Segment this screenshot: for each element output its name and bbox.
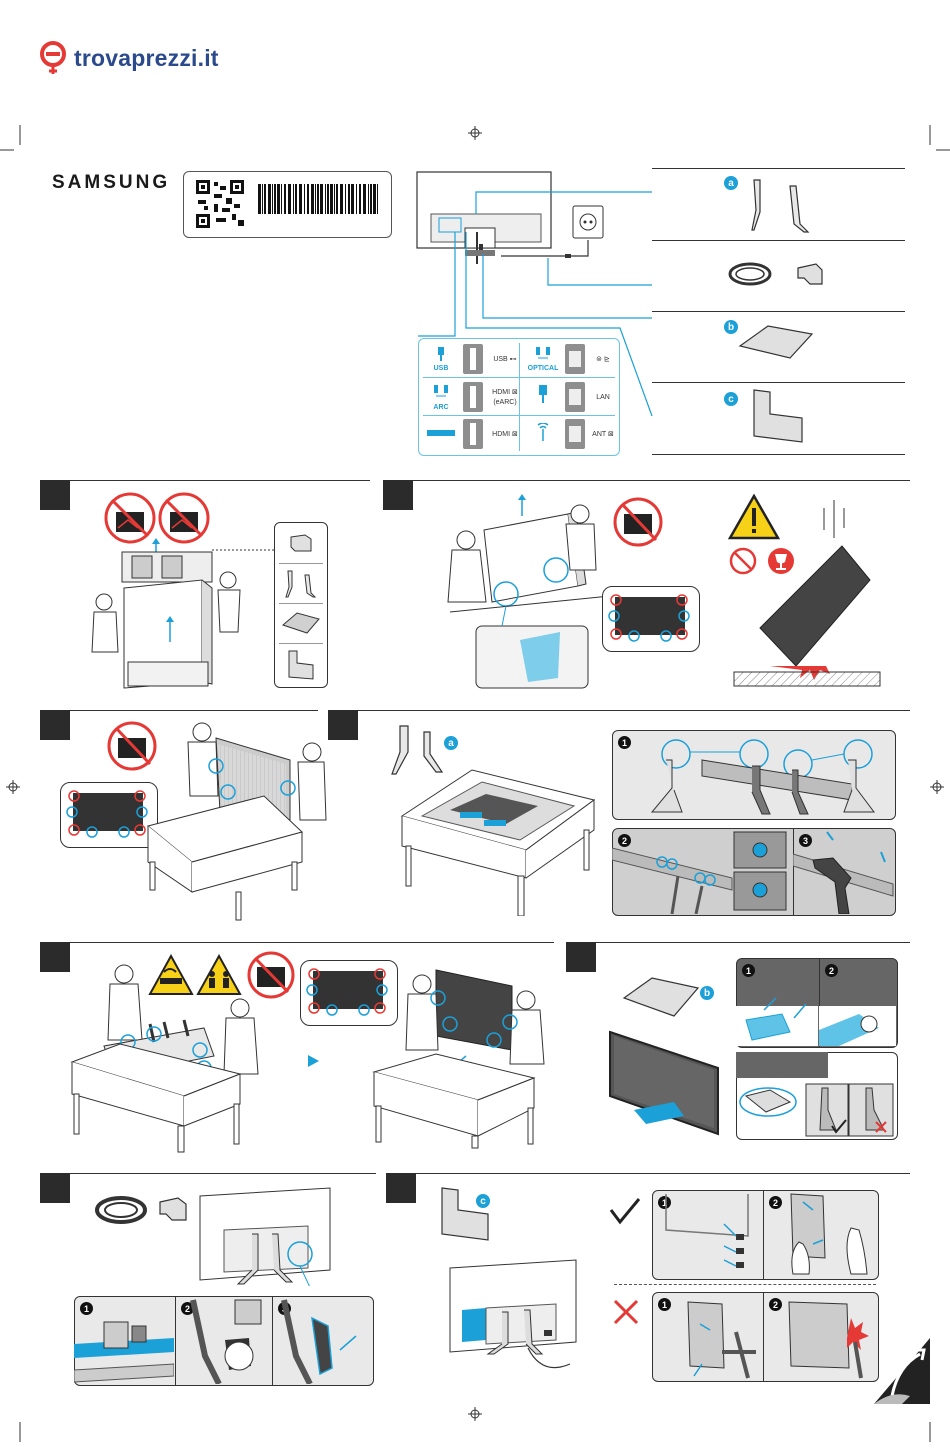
ant-label: ANT ⊠ bbox=[589, 428, 617, 440]
antenna-port[interactable] bbox=[565, 419, 585, 449]
cover-press-detail bbox=[763, 1190, 877, 1278]
next-arrow-icon bbox=[306, 1054, 320, 1068]
stand-legs-icon bbox=[285, 569, 317, 599]
step-badge-c: c bbox=[476, 1194, 490, 1208]
hdmi-cable-icon bbox=[427, 429, 455, 437]
step-badge-a: a bbox=[444, 736, 458, 750]
section-rule bbox=[40, 942, 554, 943]
place-tv-on-table-illustration bbox=[140, 716, 330, 922]
arc-icon bbox=[433, 385, 449, 399]
lift-tv-to-stand-illustration bbox=[64, 964, 294, 1154]
section-rule bbox=[566, 942, 910, 943]
parts-rule bbox=[652, 240, 905, 241]
step-6-marker bbox=[566, 942, 596, 972]
parts-checklist bbox=[274, 522, 328, 688]
lan-label: LAN bbox=[589, 391, 617, 403]
parts-rule bbox=[652, 168, 905, 169]
lan-port[interactable] bbox=[565, 382, 585, 412]
stand-screw-detail bbox=[612, 828, 792, 914]
parts-rule bbox=[652, 382, 905, 383]
port-panel: USB USB ⊷ OPTICAL ⊜ ⊵ ARC HDMI ⊠ (eARC) … bbox=[418, 338, 620, 456]
stand-cover-icon bbox=[738, 322, 814, 362]
stand-cover-icon bbox=[622, 974, 700, 1020]
cable-holder-insert-detail bbox=[74, 1296, 174, 1384]
stand-slot-detail bbox=[612, 730, 894, 818]
section-rule bbox=[328, 710, 910, 711]
usb-port[interactable] bbox=[463, 344, 483, 374]
no-liquid-icon bbox=[106, 494, 154, 542]
section-rule bbox=[383, 480, 910, 481]
ethernet-icon bbox=[537, 385, 549, 403]
part-badge-b: b bbox=[724, 320, 738, 334]
tv-upright-illustration bbox=[366, 960, 556, 1150]
section-rule bbox=[386, 1173, 910, 1174]
optical-port[interactable] bbox=[565, 344, 585, 374]
hdmi-port[interactable] bbox=[463, 419, 483, 449]
hdmi-earc-label: HDMI ⊠ bbox=[487, 387, 523, 397]
parts-rule bbox=[652, 454, 905, 455]
parts-rule bbox=[652, 311, 905, 312]
hdmi-earc-port[interactable] bbox=[463, 382, 483, 412]
stand-cover-icon bbox=[281, 611, 321, 635]
cable-holder-icon bbox=[158, 1196, 188, 1222]
back-cover-icon bbox=[287, 649, 315, 681]
stand-legs-icon bbox=[750, 176, 810, 234]
tv-back-cover-illustration bbox=[446, 1258, 582, 1384]
step-8-marker bbox=[386, 1173, 416, 1203]
section-rule bbox=[40, 480, 370, 481]
cable-holder-icon bbox=[796, 262, 824, 286]
step-2-marker bbox=[383, 480, 413, 510]
cross-icon bbox=[612, 1298, 640, 1326]
usb-icon bbox=[435, 347, 447, 361]
cable-holder-icon bbox=[289, 533, 313, 553]
earc-label: (eARC) bbox=[487, 397, 523, 407]
step-7-marker bbox=[40, 1173, 70, 1203]
no-liquid-icon bbox=[612, 496, 664, 548]
cover-check-detail bbox=[736, 1052, 896, 1138]
tv-drop-warning bbox=[730, 490, 890, 690]
back-cover-icon bbox=[752, 388, 806, 444]
tv-face-down-table-illustration bbox=[398, 766, 598, 916]
cable-tie-icon bbox=[726, 256, 774, 292]
step-4-marker bbox=[328, 710, 358, 740]
cable-route-detail bbox=[272, 1296, 372, 1384]
section-rule bbox=[40, 710, 318, 711]
usb-power-label: USB ⊷ bbox=[487, 353, 523, 365]
arc-label: ARC bbox=[423, 402, 459, 412]
page-turn-icon bbox=[872, 1336, 932, 1406]
stand-insert-detail bbox=[793, 828, 894, 914]
optical-icon bbox=[535, 347, 551, 361]
cover-hook-detail bbox=[652, 1190, 762, 1278]
optical-port-label: OPTICAL bbox=[525, 363, 561, 373]
dashed-divider bbox=[614, 1284, 876, 1285]
no-liquid-icon bbox=[160, 494, 208, 542]
cover-push-detail bbox=[819, 958, 896, 1046]
step-1-marker bbox=[40, 480, 70, 510]
step-3-marker bbox=[40, 710, 70, 740]
tv-rear-cable-illustration bbox=[196, 1186, 336, 1286]
section-rule bbox=[40, 1173, 376, 1174]
touch-points-markers bbox=[602, 586, 698, 650]
usb-port-label: USB bbox=[423, 363, 459, 373]
part-badge-c: c bbox=[724, 392, 738, 406]
cable-tie-wrap-detail bbox=[175, 1296, 271, 1384]
wrong-cover-detail bbox=[652, 1292, 762, 1380]
hdmi-label: HDMI ⊠ bbox=[487, 428, 523, 440]
antenna-icon bbox=[535, 423, 551, 441]
check-icon bbox=[608, 1196, 642, 1226]
wrong-cover-collision-detail bbox=[763, 1292, 877, 1380]
cable-tie-icon bbox=[92, 1190, 150, 1230]
part-badge-a: a bbox=[724, 176, 738, 190]
tv-with-stand-illustration bbox=[604, 1028, 724, 1136]
cover-slide-detail bbox=[736, 958, 818, 1046]
audio-out-icon: ⊜ ⊵ bbox=[589, 353, 617, 365]
step-badge-b: b bbox=[700, 986, 714, 1000]
